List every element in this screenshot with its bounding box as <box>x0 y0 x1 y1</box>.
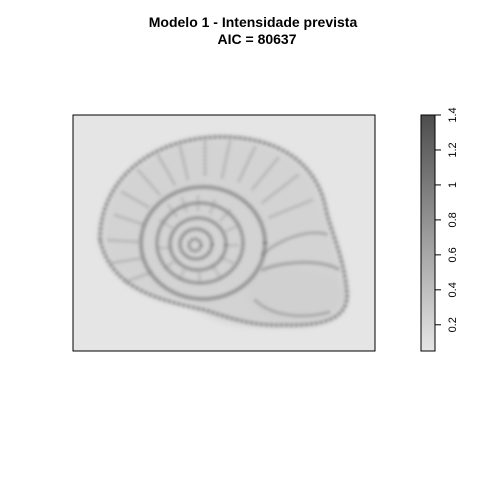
colorbar-tick-label: 1.4 <box>447 107 459 122</box>
shell-aperture <box>254 231 341 317</box>
heatmap-frame <box>72 114 376 352</box>
colorbar-tick-label: 1 <box>447 182 459 188</box>
colorbar-tick-label: 0.8 <box>447 212 459 227</box>
shell-inner-ribs <box>158 196 239 284</box>
intensity-field <box>98 135 349 327</box>
shell-whorl-shade <box>246 267 345 322</box>
chart-subtitle: AIC = 80637 <box>218 31 297 47</box>
shell-ribs <box>107 140 313 283</box>
chart-title: Modelo 1 - Intensidade prevista <box>149 14 358 30</box>
heatmap-panel <box>72 114 376 352</box>
colorbar-tick-label: 0.4 <box>447 282 459 297</box>
shell-outer-outline <box>98 135 349 327</box>
colorbar: 0.2 0.4 0.6 0.8 1 1.2 1.4 <box>420 107 459 352</box>
colorbar-tick-label: 0.6 <box>447 247 459 262</box>
colorbar-ticks: 0.2 0.4 0.6 0.8 1 1.2 1.4 <box>435 107 459 332</box>
colorbar-tick-label: 1.2 <box>447 142 459 157</box>
colorbar-gradient <box>421 115 435 351</box>
colorbar-tick-label: 0.2 <box>447 317 459 332</box>
